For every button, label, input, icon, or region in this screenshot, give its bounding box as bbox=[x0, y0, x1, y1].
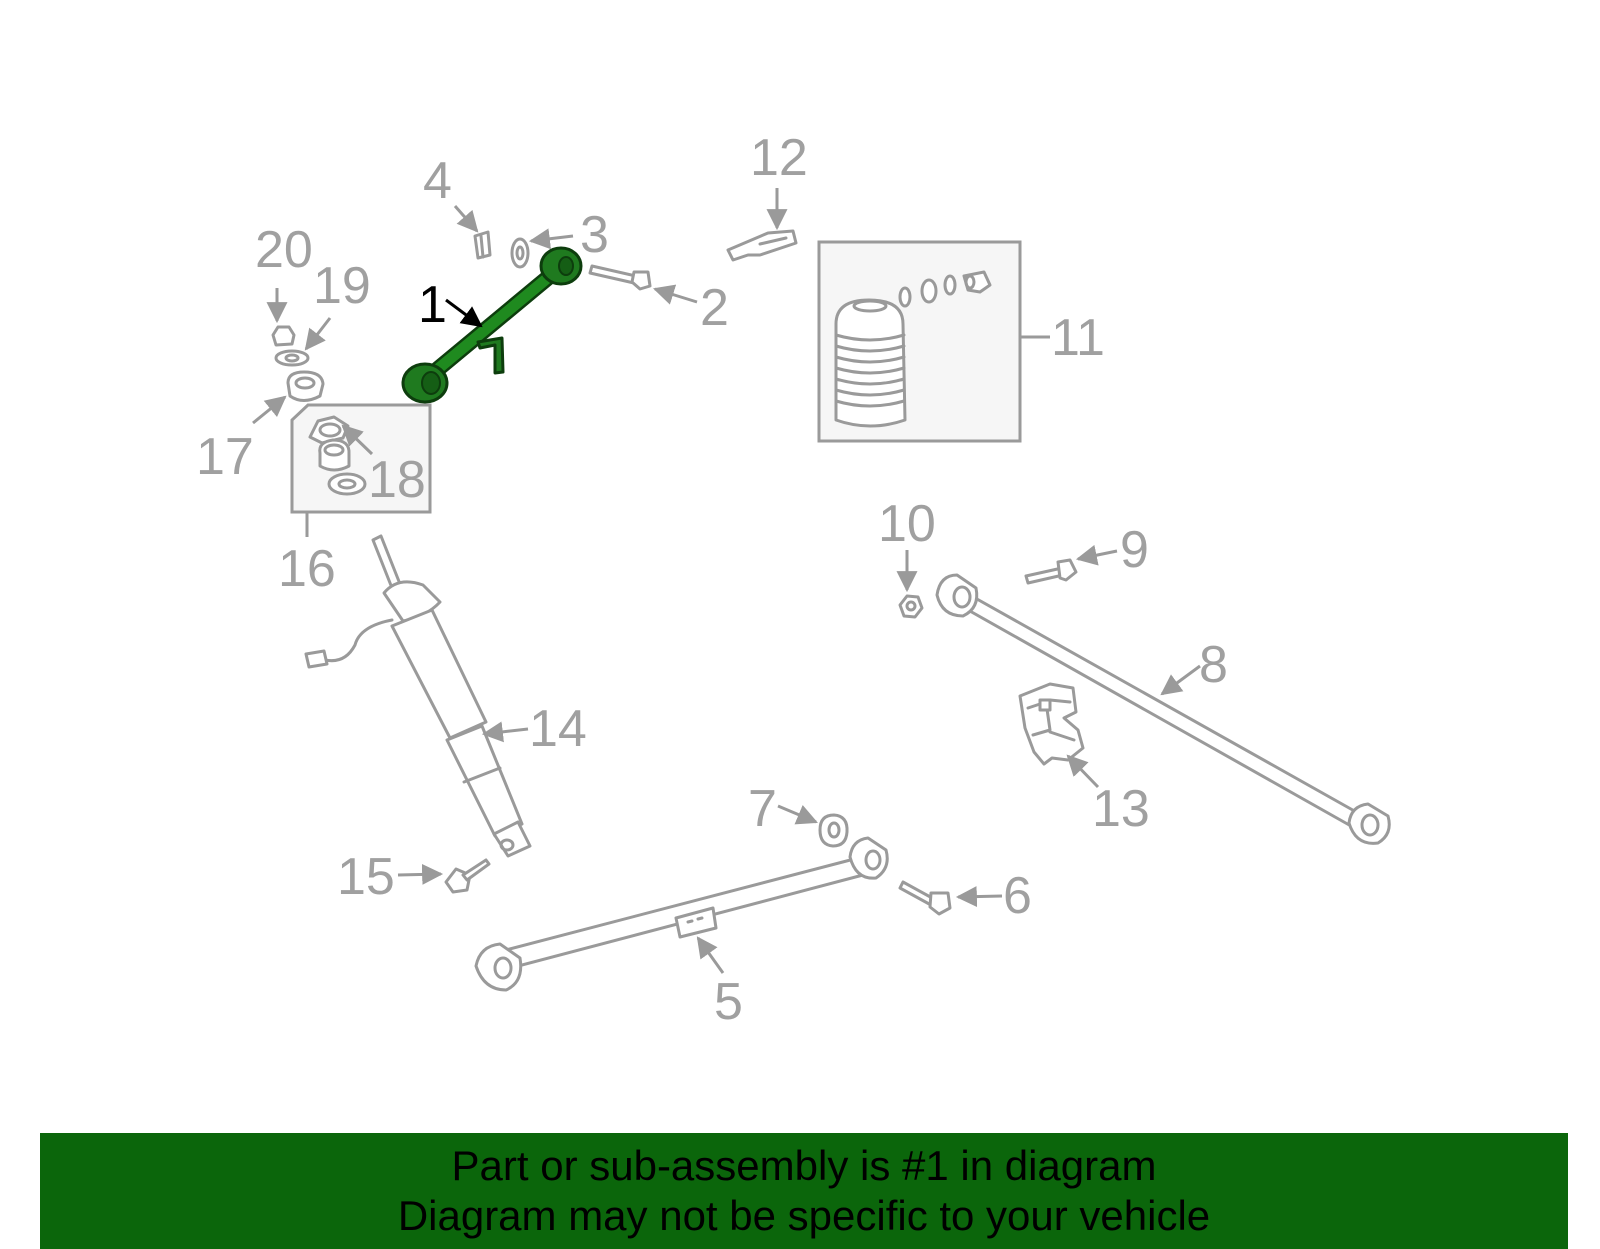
part-14-shock-absorber[interactable] bbox=[304, 534, 532, 858]
part-6-bolt[interactable] bbox=[898, 880, 952, 916]
callout-6: 6 bbox=[1003, 867, 1032, 925]
part-19-washer[interactable] bbox=[274, 349, 310, 367]
part-20-nut[interactable] bbox=[271, 325, 296, 347]
banner-line-2: Diagram may not be specific to your vehi… bbox=[397, 1192, 1211, 1239]
part-11-air-spring-kit[interactable] bbox=[817, 240, 1022, 443]
callout-11: 11 bbox=[1051, 309, 1105, 367]
callout-4: 4 bbox=[423, 152, 452, 210]
part-2-bolt[interactable] bbox=[588, 264, 652, 291]
part-9-bolt[interactable] bbox=[1024, 558, 1078, 585]
callout-17: 17 bbox=[196, 428, 254, 486]
part-13-mount-bracket[interactable] bbox=[1018, 682, 1085, 766]
info-banner: Part or sub-assembly is #1 in diagram Di… bbox=[40, 1133, 1568, 1249]
part-5-lower-arm[interactable] bbox=[474, 836, 889, 992]
part-12-bracket[interactable] bbox=[726, 229, 798, 262]
part-17-insulator[interactable] bbox=[286, 370, 325, 402]
part-16-upper-mount-kit[interactable] bbox=[290, 403, 432, 514]
callout-14: 14 bbox=[529, 700, 587, 758]
part-1-control-arm[interactable] bbox=[401, 246, 583, 404]
part-8-lateral-rod[interactable] bbox=[935, 573, 1391, 845]
callout-1: 1 bbox=[418, 276, 447, 334]
callout-20: 20 bbox=[255, 221, 313, 279]
banner-line-1: Part or sub-assembly is #1 in diagram bbox=[451, 1142, 1157, 1189]
callout-8: 8 bbox=[1199, 636, 1228, 694]
callout-2: 2 bbox=[700, 279, 729, 337]
callout-5: 5 bbox=[714, 973, 743, 1031]
part-7-bushing[interactable] bbox=[818, 813, 849, 848]
callout-19: 19 bbox=[313, 257, 371, 315]
part-10-nut[interactable] bbox=[898, 594, 924, 619]
callout-labels: 1 2 3 4 5 6 7 8 9 10 11 12 13 14 15 16 1… bbox=[196, 129, 1228, 1031]
callout-15: 15 bbox=[337, 848, 395, 906]
part-15-bolt[interactable] bbox=[444, 858, 491, 894]
part-3-washer[interactable] bbox=[510, 237, 530, 269]
callout-10: 10 bbox=[878, 495, 936, 553]
callout-16: 16 bbox=[278, 540, 336, 598]
callout-13: 13 bbox=[1092, 780, 1150, 838]
leader-lines bbox=[252, 188, 1201, 974]
callout-18: 18 bbox=[368, 451, 426, 509]
part-4-bushing[interactable] bbox=[473, 230, 492, 260]
callout-3: 3 bbox=[580, 206, 609, 264]
callout-12: 12 bbox=[750, 129, 808, 187]
callout-7: 7 bbox=[748, 780, 777, 838]
callout-9: 9 bbox=[1120, 521, 1149, 579]
